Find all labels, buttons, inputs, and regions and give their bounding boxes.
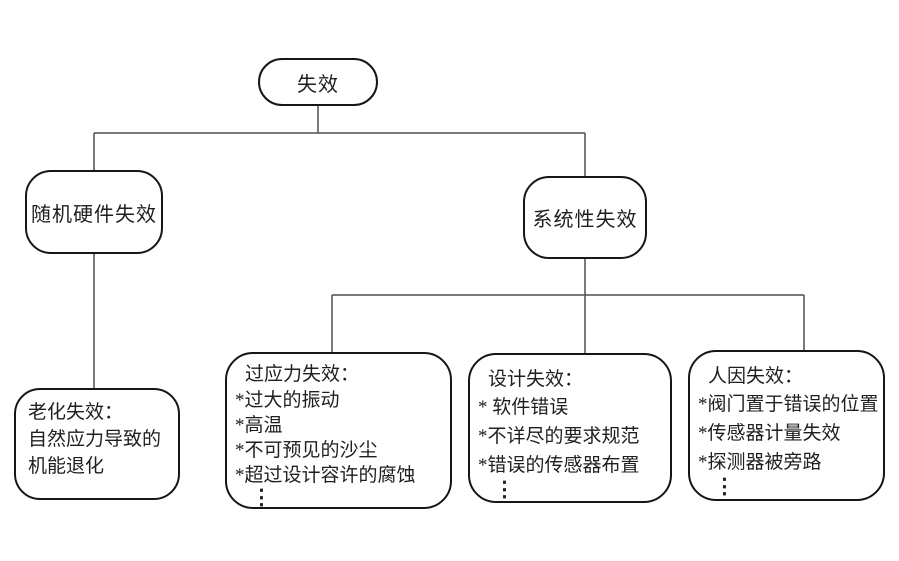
node-failure: 失效 — [258, 58, 378, 106]
design-failure-title: 设计失效： — [488, 369, 584, 390]
list-item: *不可预见的沙尘 — [235, 440, 378, 461]
node-failure-label: 失效 — [297, 73, 339, 96]
list-item: *高温 — [235, 415, 283, 436]
list-item: *超过设计容许的腐蚀 — [235, 465, 416, 486]
list-item: *过大的振动 — [235, 390, 340, 411]
list-item: *传感器计量失效 — [698, 423, 841, 444]
list-item: *阀门置于错误的位置 — [698, 394, 879, 415]
list-item: * 软件错误 — [478, 397, 569, 418]
node-systematic-failure: 系统性失效 — [523, 176, 647, 259]
vertical-ellipsis: ⋮ — [251, 485, 272, 509]
node-random-hardware-failure-label: 随机硬件失效 — [31, 203, 157, 226]
node-aging-failure: 老化失效： 自然应力导致的 机能退化 — [14, 388, 180, 500]
vertical-ellipsis: ⋮ — [494, 477, 515, 501]
aging-failure-line: 老化失效： — [28, 402, 124, 423]
overstress-failure-title: 过应力失效： — [245, 364, 360, 385]
node-random-hardware-failure: 随机硬件失效 — [25, 170, 163, 254]
node-overstress-failure: 过应力失效： *过大的振动 *高温 *不可预见的沙尘 *超过设计容许的腐蚀 ⋮ — [225, 352, 452, 509]
vertical-ellipsis: ⋮ — [714, 474, 735, 498]
node-human-failure: 人因失效： *阀门置于错误的位置 *传感器计量失效 *探测器被旁路 ⋮ — [688, 350, 885, 501]
aging-failure-line: 机能退化 — [28, 456, 105, 477]
node-systematic-failure-label: 系统性失效 — [532, 209, 638, 231]
aging-failure-line: 自然应力导致的 — [28, 429, 162, 450]
list-item: *错误的传感器布置 — [478, 455, 640, 476]
list-item: *探测器被旁路 — [698, 452, 822, 473]
list-item: *不详尽的要求规范 — [478, 426, 640, 447]
human-failure-title: 人因失效： — [708, 366, 804, 387]
node-design-failure: 设计失效： * 软件错误 *不详尽的要求规范 *错误的传感器布置 ⋮ — [468, 353, 672, 503]
